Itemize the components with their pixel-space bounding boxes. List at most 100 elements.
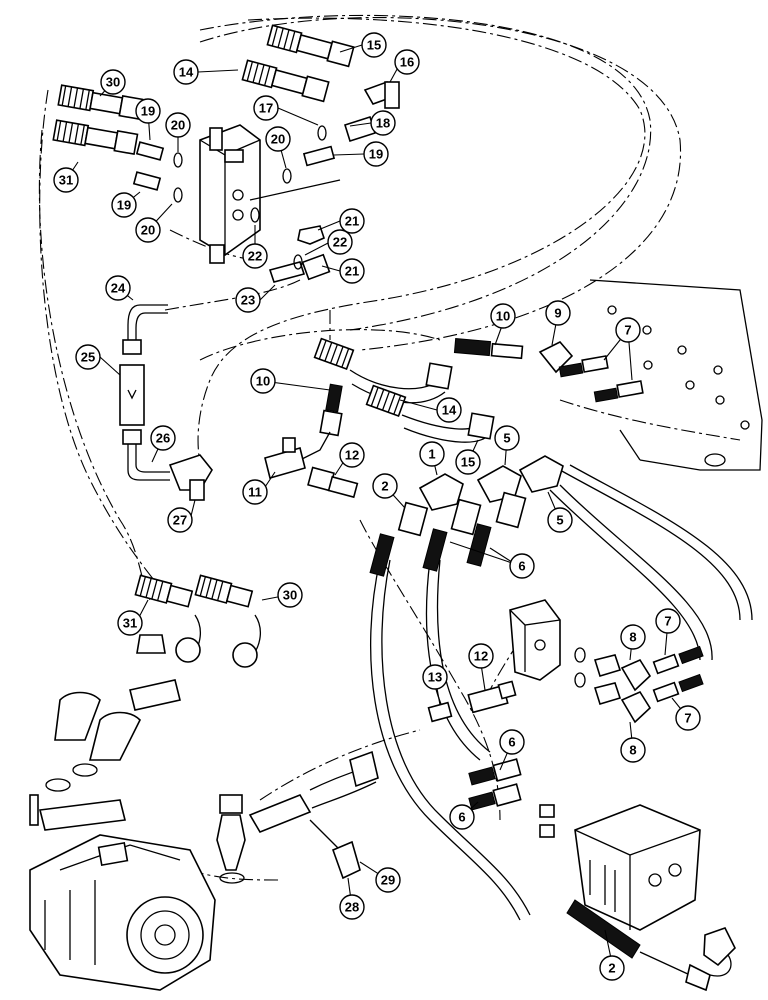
callout-14-upper: 14 bbox=[173, 59, 199, 85]
valve-block bbox=[199, 124, 341, 283]
callout-16: 16 bbox=[394, 49, 420, 75]
routing-lines bbox=[38, 14, 741, 881]
callout-28: 28 bbox=[339, 894, 365, 920]
callout-12-lower: 12 bbox=[468, 643, 494, 669]
svg-text:21: 21 bbox=[345, 214, 359, 229]
callout-5-lower: 5 bbox=[547, 507, 573, 533]
svg-text:6: 6 bbox=[508, 735, 515, 750]
callout-21-upper: 21 bbox=[339, 208, 365, 234]
callout-6-upper: 6 bbox=[509, 553, 535, 579]
svg-text:8: 8 bbox=[629, 630, 636, 645]
control-valve-assembly bbox=[468, 599, 736, 992]
svg-text:31: 31 bbox=[123, 616, 137, 631]
callout-25: 25 bbox=[75, 344, 101, 370]
callout-13: 13 bbox=[422, 664, 448, 690]
hose-ends-middle bbox=[264, 337, 644, 577]
callout-19-center: 19 bbox=[363, 141, 389, 167]
svg-text:20: 20 bbox=[171, 118, 185, 133]
callout-9: 9 bbox=[545, 300, 571, 326]
callout-14-middle: 14 bbox=[436, 397, 462, 423]
svg-text:21: 21 bbox=[345, 264, 359, 279]
svg-text:7: 7 bbox=[684, 711, 691, 726]
svg-text:30: 30 bbox=[106, 75, 120, 90]
callout-26: 26 bbox=[150, 425, 176, 451]
callout-6-lower: 6 bbox=[449, 804, 475, 830]
svg-text:2: 2 bbox=[608, 961, 615, 976]
callout-31-upper: 31 bbox=[53, 167, 79, 193]
callout-22-left: 22 bbox=[242, 243, 268, 269]
callout-11: 11 bbox=[242, 479, 268, 505]
mounting-plate bbox=[589, 279, 763, 471]
callout-18: 18 bbox=[370, 110, 396, 136]
svg-text:28: 28 bbox=[345, 900, 359, 915]
callout-19-left-lower: 19 bbox=[111, 192, 137, 218]
svg-text:5: 5 bbox=[556, 513, 563, 528]
callout-21-lower: 21 bbox=[339, 258, 365, 284]
svg-text:14: 14 bbox=[442, 403, 457, 418]
callout-2-lower: 2 bbox=[599, 955, 625, 981]
svg-text:8: 8 bbox=[629, 743, 636, 758]
callouts: 30 31 19 20 19 20 14 15 16 17 20 18 19 2… bbox=[53, 32, 701, 981]
svg-text:30: 30 bbox=[283, 588, 297, 603]
svg-text:15: 15 bbox=[367, 38, 381, 53]
callout-10-right: 10 bbox=[490, 303, 516, 329]
svg-text:7: 7 bbox=[624, 323, 631, 338]
callout-29: 29 bbox=[375, 867, 401, 893]
svg-text:23: 23 bbox=[241, 293, 255, 308]
callout-30-lower: 30 bbox=[277, 582, 303, 608]
svg-text:27: 27 bbox=[173, 513, 187, 528]
callout-23: 23 bbox=[235, 287, 261, 313]
tube-assembly bbox=[119, 304, 213, 501]
svg-text:18: 18 bbox=[376, 116, 390, 131]
svg-text:19: 19 bbox=[369, 147, 383, 162]
svg-text:22: 22 bbox=[333, 235, 347, 250]
svg-text:6: 6 bbox=[518, 559, 525, 574]
svg-text:31: 31 bbox=[59, 173, 73, 188]
callout-20-left-upper: 20 bbox=[165, 112, 191, 138]
svg-text:11: 11 bbox=[248, 485, 262, 500]
svg-text:12: 12 bbox=[345, 448, 359, 463]
svg-text:14: 14 bbox=[179, 65, 194, 80]
svg-text:19: 19 bbox=[141, 104, 155, 119]
svg-text:9: 9 bbox=[554, 306, 561, 321]
svg-text:13: 13 bbox=[428, 670, 442, 685]
callout-27: 27 bbox=[167, 507, 193, 533]
callout-30-upper: 30 bbox=[100, 69, 126, 95]
callout-22-right: 22 bbox=[327, 229, 353, 255]
callout-7-upper: 7 bbox=[615, 317, 641, 343]
callout-15-upper: 15 bbox=[361, 32, 387, 58]
svg-text:12: 12 bbox=[474, 649, 488, 664]
svg-text:24: 24 bbox=[111, 281, 126, 296]
svg-text:10: 10 bbox=[256, 374, 270, 389]
svg-text:22: 22 bbox=[248, 249, 262, 264]
svg-text:26: 26 bbox=[156, 431, 170, 446]
callout-24: 24 bbox=[105, 275, 131, 301]
callout-8-upper: 8 bbox=[620, 624, 646, 650]
svg-text:7: 7 bbox=[664, 614, 671, 629]
pump-assembly bbox=[29, 574, 261, 991]
callout-1: 1 bbox=[419, 441, 445, 467]
callout-6-middle: 6 bbox=[499, 729, 525, 755]
svg-text:15: 15 bbox=[461, 455, 475, 470]
callout-8-lower: 8 bbox=[620, 737, 646, 763]
lower-fittings bbox=[216, 680, 517, 884]
long-hoses bbox=[369, 464, 753, 921]
svg-text:25: 25 bbox=[81, 350, 95, 365]
callout-20-center: 20 bbox=[265, 126, 291, 152]
callout-20-left-lower: 20 bbox=[135, 217, 161, 243]
callout-7-middle: 7 bbox=[655, 608, 681, 634]
svg-text:1: 1 bbox=[428, 447, 435, 462]
svg-text:20: 20 bbox=[271, 132, 285, 147]
callout-31-lower: 31 bbox=[117, 610, 143, 636]
callout-19-left-upper: 19 bbox=[135, 98, 161, 124]
callout-10-middle: 10 bbox=[250, 368, 276, 394]
callout-12-upper: 12 bbox=[339, 442, 365, 468]
svg-text:20: 20 bbox=[141, 223, 155, 238]
hose-ends-upper-left bbox=[52, 24, 400, 203]
svg-text:17: 17 bbox=[259, 101, 273, 116]
svg-text:10: 10 bbox=[496, 309, 510, 324]
svg-text:16: 16 bbox=[400, 55, 414, 70]
svg-text:29: 29 bbox=[381, 873, 395, 888]
callout-2-upper: 2 bbox=[372, 473, 398, 499]
